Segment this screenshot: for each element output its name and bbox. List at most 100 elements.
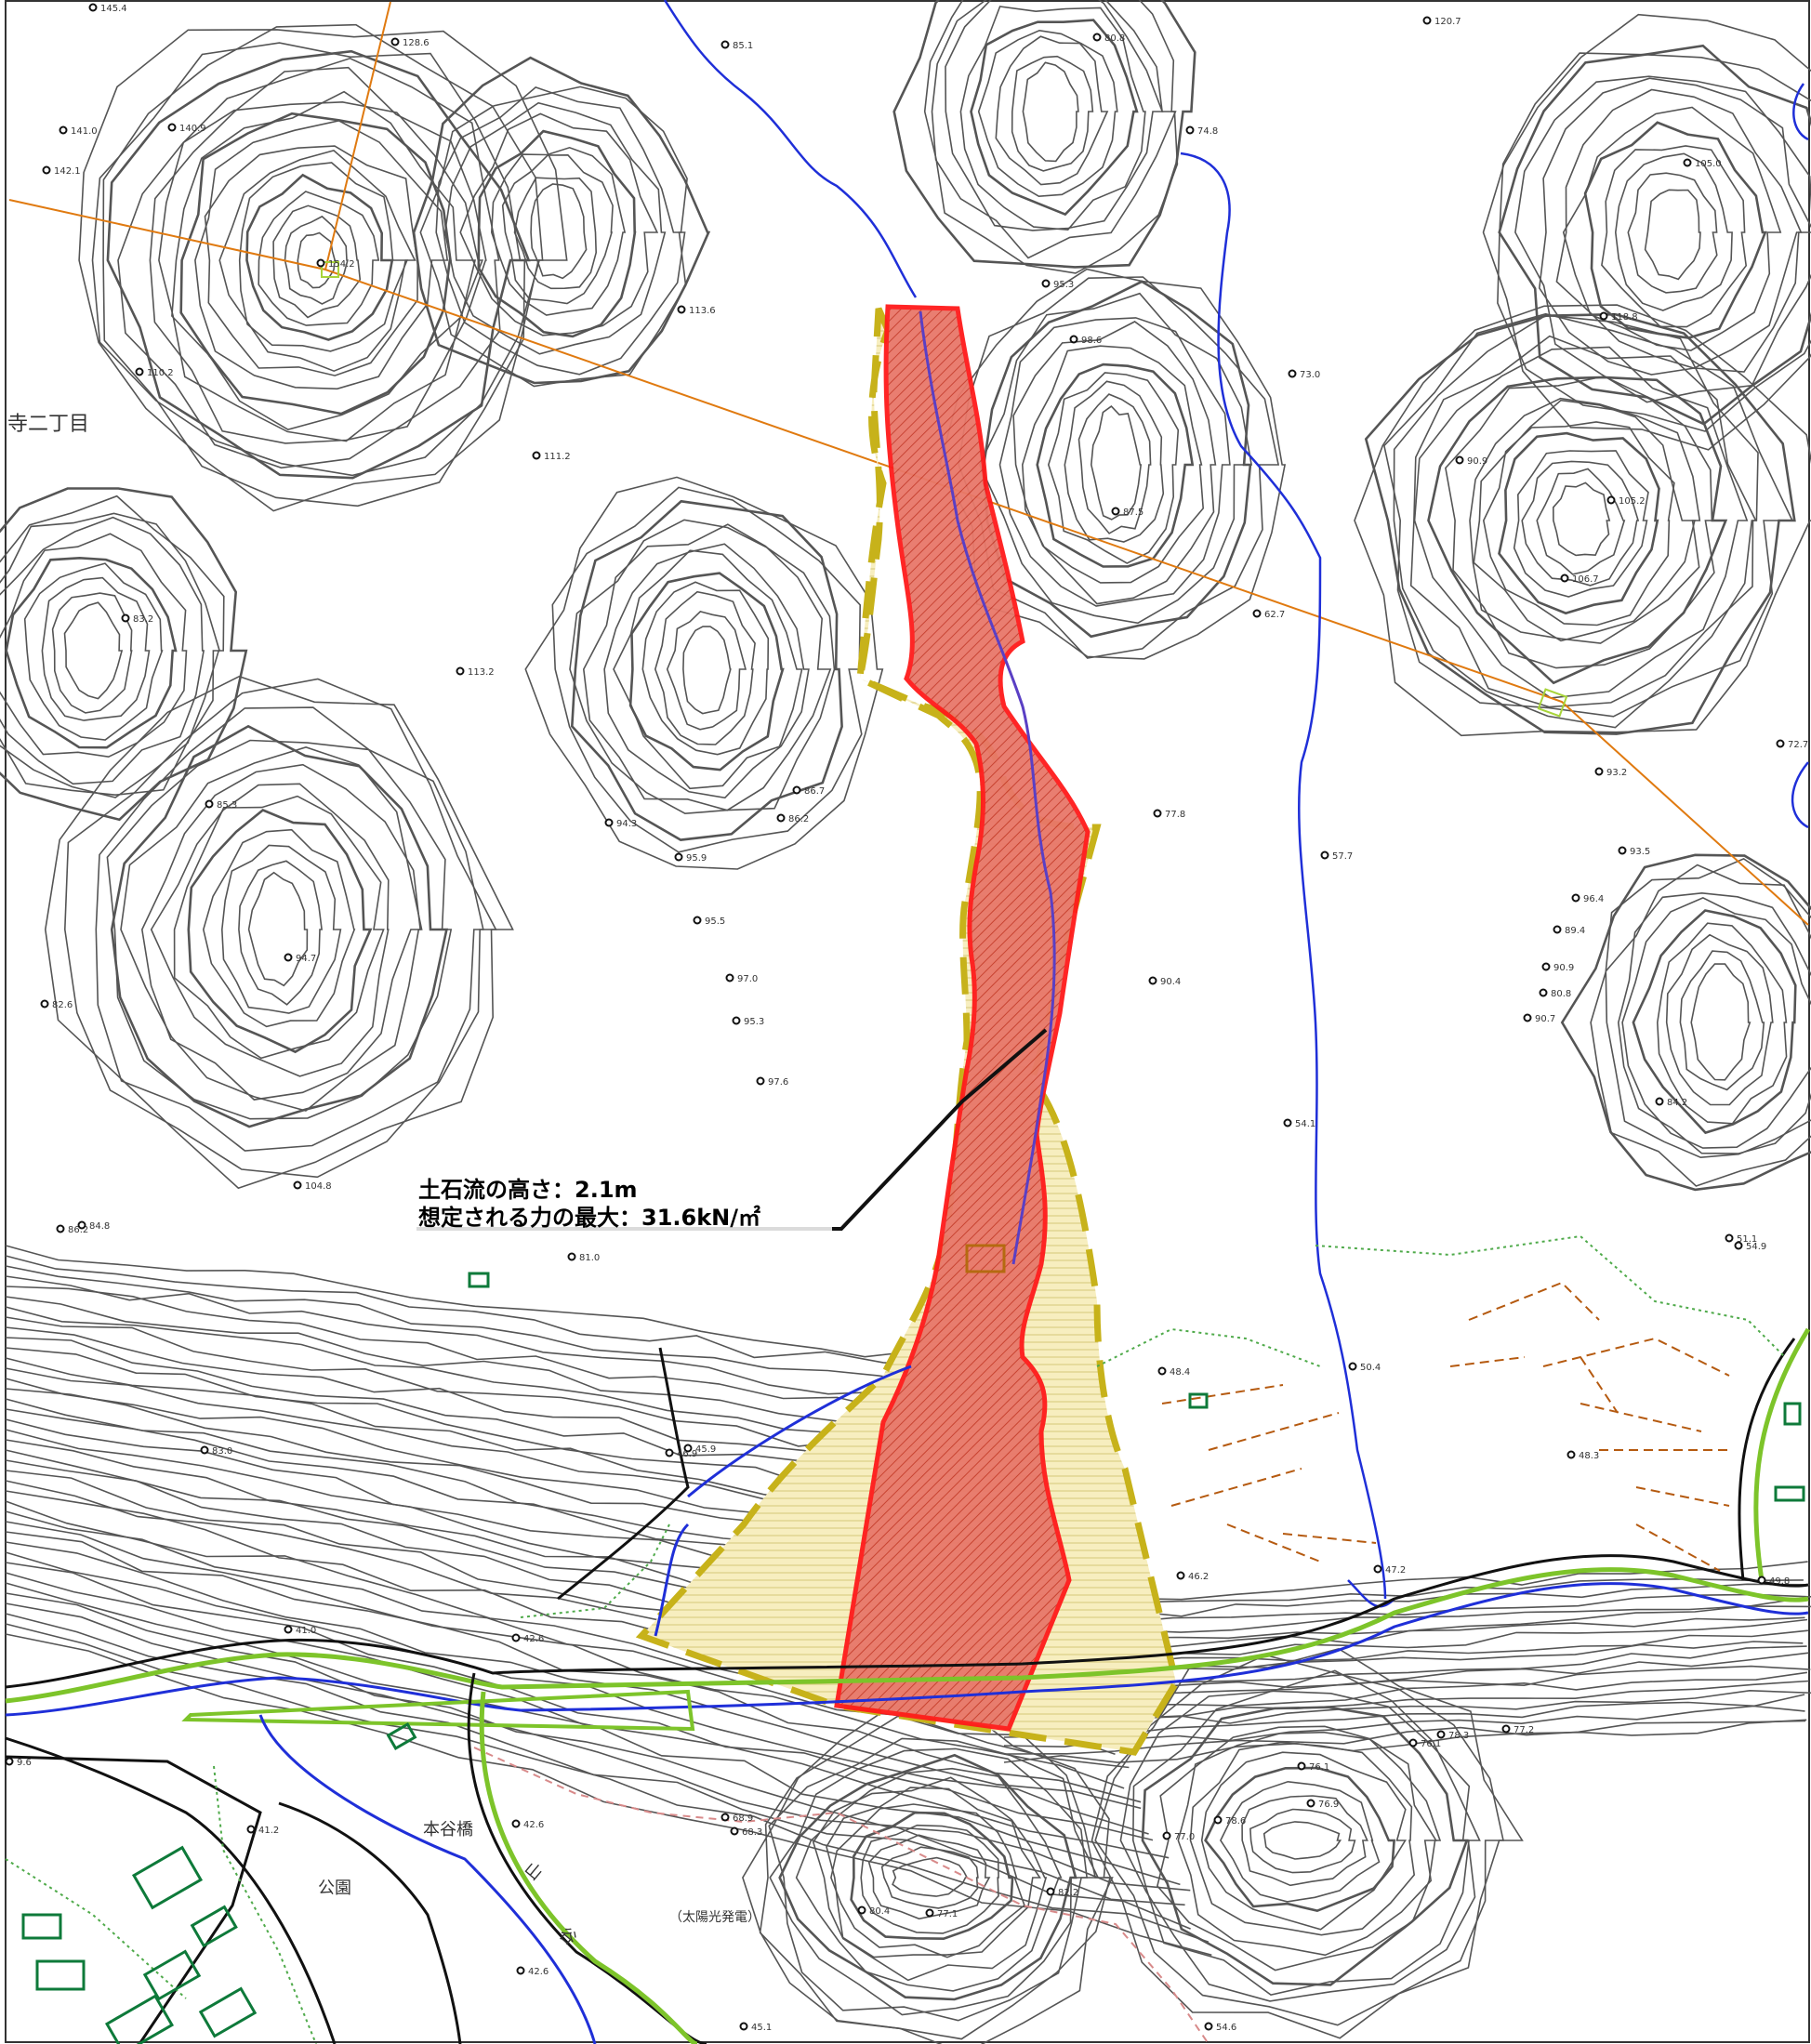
spot-height-label: 142.1: [54, 166, 81, 177]
spot-height-marker: [200, 1445, 209, 1455]
spot-height-label: 77.8: [1165, 810, 1185, 820]
contour-line: [1047, 372, 1180, 564]
contour-line: [0, 516, 205, 785]
contour-line: [812, 1776, 1048, 1982]
contour-line: [998, 317, 1231, 607]
spot-height-label: 49.8: [1769, 1576, 1790, 1587]
spot-height-marker: [284, 953, 293, 962]
power-tower-marker: [1537, 688, 1568, 718]
spot-height-label: 85.3: [217, 800, 237, 811]
spot-height-marker: [1306, 1799, 1315, 1808]
spot-height-label: 113.2: [468, 667, 495, 678]
contour-line: [923, 0, 1179, 274]
stream-centerline: [919, 310, 1056, 1265]
contour-line: [995, 35, 1109, 186]
contour-line: [1513, 450, 1649, 598]
contour-line: [1200, 1751, 1408, 1931]
roads: [5, 1327, 1811, 2044]
contour-line: [1177, 1731, 1438, 1957]
spot-height-label: 90.9: [1467, 456, 1487, 467]
contour-line: [1562, 106, 1782, 351]
spot-height-marker: [1541, 962, 1551, 971]
contour-line: [1077, 393, 1152, 534]
spot-height-label: 84.2: [1667, 1098, 1687, 1108]
spot-height-label: 41.2: [258, 1826, 279, 1836]
contour-line: [5, 1623, 1210, 1943]
spot-height-label: 94.7: [296, 954, 316, 964]
spot-height-marker: [776, 813, 786, 823]
contour-line: [1498, 431, 1660, 615]
contour-line: [1393, 314, 1759, 729]
spot-height-marker: [1594, 767, 1604, 776]
spot-height-label: 89.4: [1565, 926, 1585, 936]
contour-line: [1011, 55, 1094, 172]
contour-line: [795, 1767, 1063, 1992]
contour-line: [826, 1787, 1041, 1958]
spot-height-marker: [792, 785, 801, 795]
spot-height-marker: [1252, 609, 1262, 618]
contour-line: [158, 100, 484, 442]
spot-height-label: 47.2: [1385, 1565, 1406, 1576]
spot-height-label: 93.2: [1606, 768, 1627, 778]
contour-line: [1469, 397, 1701, 644]
spot-height-marker: [59, 125, 68, 135]
contour-line: [171, 90, 477, 431]
contour-line: [120, 746, 423, 1112]
bridge-label: 本谷橋: [423, 1820, 473, 1840]
spot-height-label: 104.8: [305, 1181, 332, 1192]
spot-height-label: 95.3: [1053, 280, 1074, 290]
contour-line: [245, 173, 394, 341]
spot-height-marker: [88, 3, 98, 12]
spot-height-label: 76.9: [1318, 1800, 1339, 1810]
spot-height-label: 57.7: [1332, 851, 1353, 862]
spot-height-marker: [1776, 739, 1785, 748]
spot-height-label: 90.7: [1535, 1014, 1555, 1024]
contour-line: [435, 86, 686, 376]
contour-line: [204, 145, 419, 376]
spot-height-marker: [1185, 125, 1195, 135]
contour-line: [1632, 909, 1797, 1135]
contour-line: [0, 487, 248, 822]
spot-height-label: 86.2: [68, 1225, 88, 1235]
spot-height-marker: [1283, 1118, 1292, 1127]
spot-height-marker: [1599, 311, 1608, 321]
contour-line: [1189, 1741, 1416, 1936]
spot-height-marker: [1157, 1366, 1167, 1376]
contour-line: [1064, 380, 1165, 543]
contour-line: [1036, 363, 1195, 568]
district-label: 寺二丁目: [7, 413, 89, 436]
spot-height-label: 78.3: [1448, 1731, 1469, 1741]
contour-line: [0, 512, 221, 798]
spot-height-marker: [1297, 1761, 1306, 1771]
spot-height-label: 154.2: [328, 259, 355, 270]
spot-height-marker: [1176, 1571, 1185, 1580]
spot-height-label: 46.2: [1188, 1572, 1209, 1582]
contour-line: [778, 1753, 1077, 2001]
contour-line: [5, 1541, 1142, 1810]
contour-line: [0, 495, 225, 797]
spot-height-marker: [1153, 809, 1162, 818]
contour-line: [5, 1306, 976, 1458]
spot-height-marker: [1111, 507, 1120, 516]
contour-line: [850, 1811, 1014, 1941]
spot-height-marker: [205, 799, 214, 809]
spot-height-label: 41.0: [296, 1626, 316, 1636]
contour-line: [1617, 891, 1811, 1154]
contour-line: [51, 592, 133, 714]
contour-line: [569, 519, 836, 815]
contour-line: [1521, 460, 1640, 587]
spot-height-label: 95.3: [744, 1017, 764, 1027]
spot-height-label: 68.3: [742, 1827, 762, 1838]
contour-line: [759, 1715, 1112, 2040]
contour-line: [1473, 399, 1696, 642]
spot-height-marker: [732, 1016, 741, 1025]
spot-height-marker: [5, 1757, 14, 1766]
spot-height-label: 42.6: [523, 1820, 544, 1830]
spot-height-marker: [511, 1819, 521, 1828]
contour-line: [867, 1834, 991, 1920]
contour-line: [1003, 1719, 1807, 1763]
contour-line: [1497, 52, 1811, 432]
spot-height-marker: [1553, 925, 1562, 934]
spot-height-label: 48.4: [1170, 1367, 1190, 1378]
facility-label: （太陽光発電）: [669, 1910, 760, 1925]
